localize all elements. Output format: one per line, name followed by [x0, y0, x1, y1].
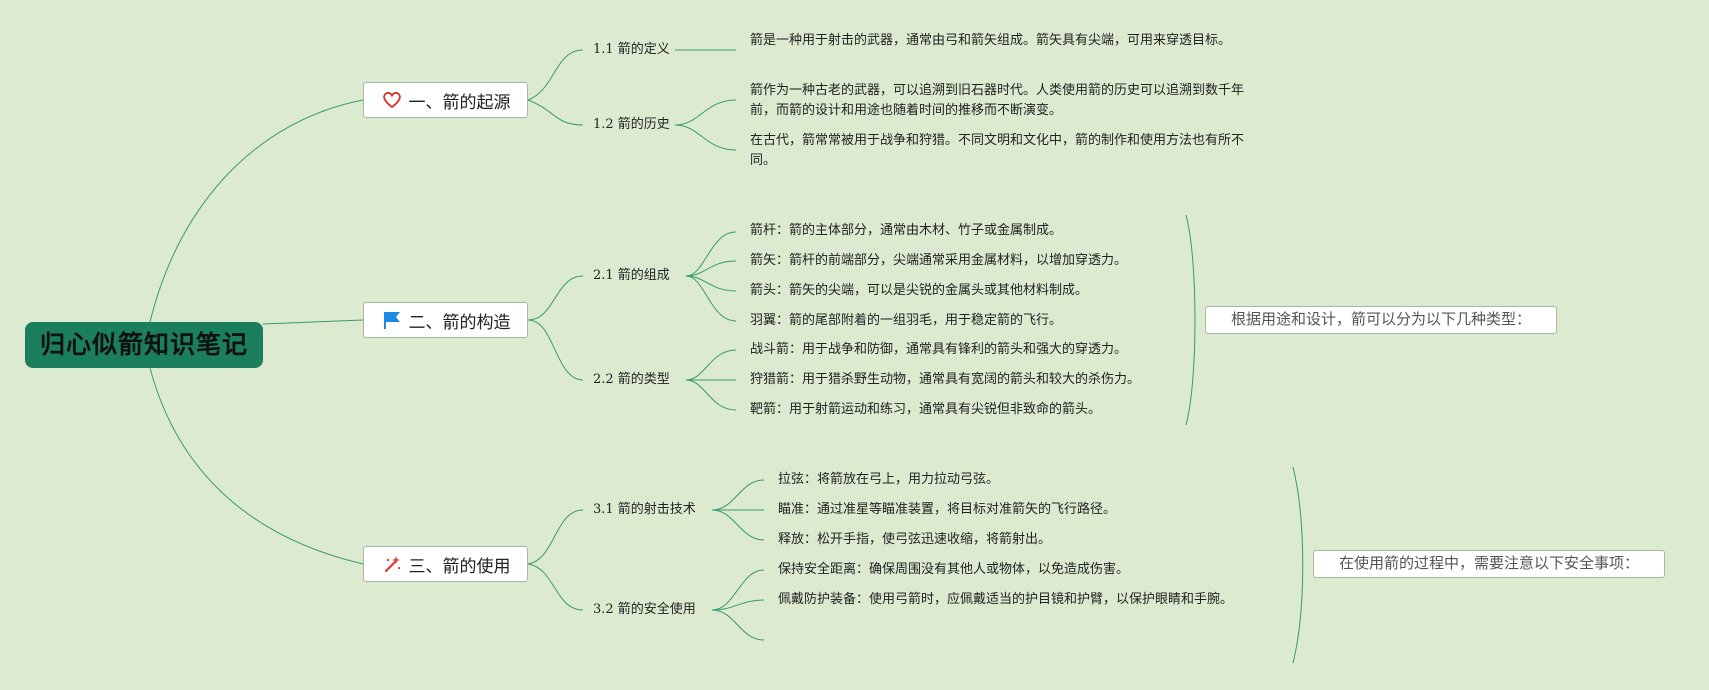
- root-node[interactable]: 归心似箭知识笔记: [25, 322, 263, 368]
- branch-structure-node[interactable]: 二、箭的构造: [363, 302, 528, 338]
- leaf-release[interactable]: 释放：松开手指，使弓弦迅速收缩，将箭射出。: [778, 532, 1052, 547]
- leaf-draw[interactable]: 拉弦：将箭放在弓上，用力拉动弓弦。: [778, 472, 1000, 487]
- leaf-protective-gear[interactable]: 佩戴防护装备：使用弓箭时，应佩戴适当的护目镜和护臂，以保护眼睛和手腕。: [778, 592, 1234, 607]
- branch-label: 三、箭的使用: [408, 556, 511, 577]
- magic-wand-icon: [381, 553, 403, 575]
- leaf-arrowhead-part[interactable]: 箭矢：箭杆的前端部分，尖端通常采用金属材料，以增加穿透力。: [750, 253, 1128, 268]
- leaf-shaft[interactable]: 箭杆：箭的主体部分，通常由木材、竹子或金属制成。: [750, 223, 1063, 238]
- sub-node-history[interactable]: 1.2 箭的历史: [593, 117, 670, 132]
- branch-usage-node[interactable]: 三、箭的使用: [363, 546, 528, 582]
- leaf-combat-arrow[interactable]: 战斗箭：用于战争和防御，通常具有锋利的箭头和强大的穿透力。: [750, 342, 1128, 357]
- sub-node-types[interactable]: 2.2 箭的类型: [593, 372, 670, 387]
- leaf-aim[interactable]: 瞄准：通过准星等瞄准装置，将目标对准箭矢的飞行路径。: [778, 502, 1117, 517]
- sub-node-technique[interactable]: 3.1 箭的射击技术: [593, 502, 696, 517]
- branch-label: 一、箭的起源: [408, 92, 511, 113]
- summary-safety[interactable]: 在使用箭的过程中，需要注意以下安全事项：: [1313, 550, 1665, 578]
- leaf-definition[interactable]: 箭是一种用于射击的武器，通常由弓和箭矢组成。箭矢具有尖端，可用来穿透目标。: [750, 33, 1232, 48]
- branch-origin-node[interactable]: 一、箭的起源: [363, 82, 528, 118]
- leaf-hunting-arrow[interactable]: 狩猎箭：用于猎杀野生动物，通常具有宽阔的箭头和较大的杀伤力。: [750, 372, 1141, 387]
- summary-types[interactable]: 根据用途和设计，箭可以分为以下几种类型：: [1205, 306, 1557, 334]
- leaf-target-arrow[interactable]: 靶箭：用于射箭运动和练习，通常具有尖锐但非致命的箭头。: [750, 402, 1102, 417]
- leaf-safe-distance[interactable]: 保持安全距离：确保周围没有其他人或物体，以免造成伤害。: [778, 562, 1130, 577]
- branch-label: 二、箭的构造: [408, 312, 511, 333]
- heart-icon: [381, 89, 403, 111]
- flag-icon: [381, 309, 403, 331]
- sub-node-definition[interactable]: 1.1 箭的定义: [593, 42, 670, 57]
- leaf-history-1[interactable]: 箭作为一种古老的武器，可以追溯到旧石器时代。人类使用箭的历史可以追溯到数千年前，…: [750, 83, 1245, 118]
- leaf-history-2[interactable]: 在古代，箭常常被用于战争和狩猎。不同文明和文化中，箭的制作和使用方法也有所不同。: [750, 133, 1245, 168]
- sub-node-composition[interactable]: 2.1 箭的组成: [593, 268, 670, 283]
- leaf-tip[interactable]: 箭头：箭矢的尖端，可以是尖锐的金属头或其他材料制成。: [750, 283, 1089, 298]
- leaf-fletching[interactable]: 羽翼：箭的尾部附着的一组羽毛，用于稳定箭的飞行。: [750, 313, 1063, 328]
- sub-node-safety[interactable]: 3.2 箭的安全使用: [593, 602, 696, 617]
